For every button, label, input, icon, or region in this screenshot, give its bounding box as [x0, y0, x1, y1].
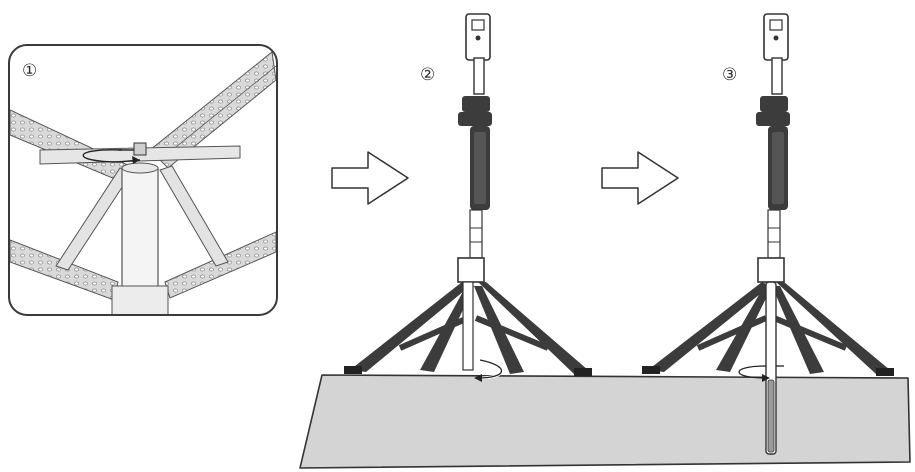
right-arrow-icon — [331, 151, 409, 205]
ground-plane — [299, 374, 911, 469]
rotate-arrow-icon — [474, 358, 503, 382]
right-arrow-icon — [601, 151, 679, 205]
step-1-number: ① — [22, 61, 37, 81]
step-1-detail-panel: ① — [8, 44, 278, 316]
rotate-arrow-icon — [738, 365, 784, 382]
rotate-arrow-icon — [82, 149, 141, 164]
tripod-step-3: ③ — [642, 13, 894, 455]
step-2-number: ② — [420, 65, 435, 85]
tripod-step-2: ② — [344, 13, 592, 382]
step-3-number: ③ — [722, 65, 737, 85]
